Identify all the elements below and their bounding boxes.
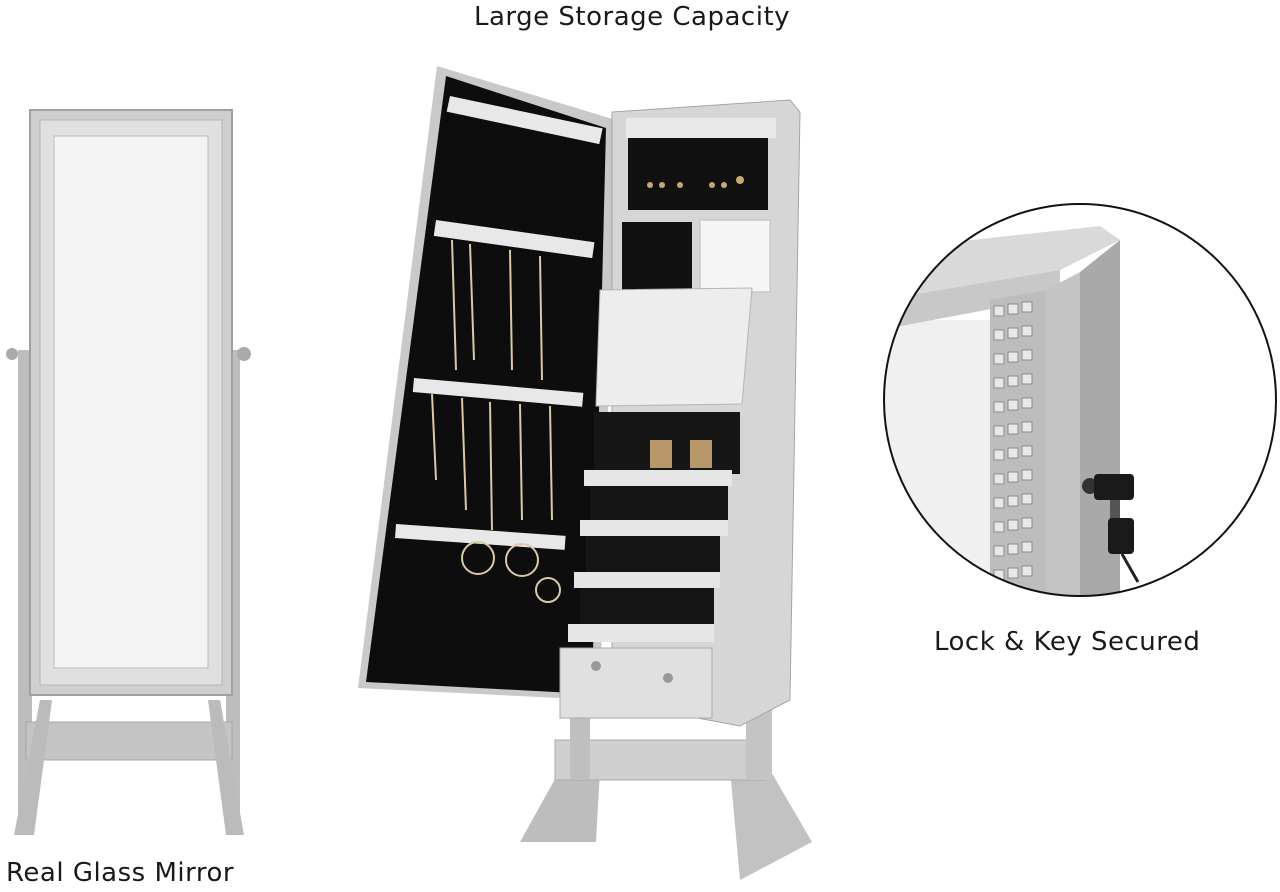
storage-caption: Large Storage Capacity xyxy=(474,2,791,32)
lock-and-key-closeup-image xyxy=(883,203,1277,597)
standing-mirror-image xyxy=(6,109,251,835)
open-jewelry-cabinet-image xyxy=(358,66,812,880)
lock-caption: Lock & Key Secured xyxy=(934,627,1201,657)
mirror-caption: Real Glass Mirror xyxy=(6,858,235,888)
